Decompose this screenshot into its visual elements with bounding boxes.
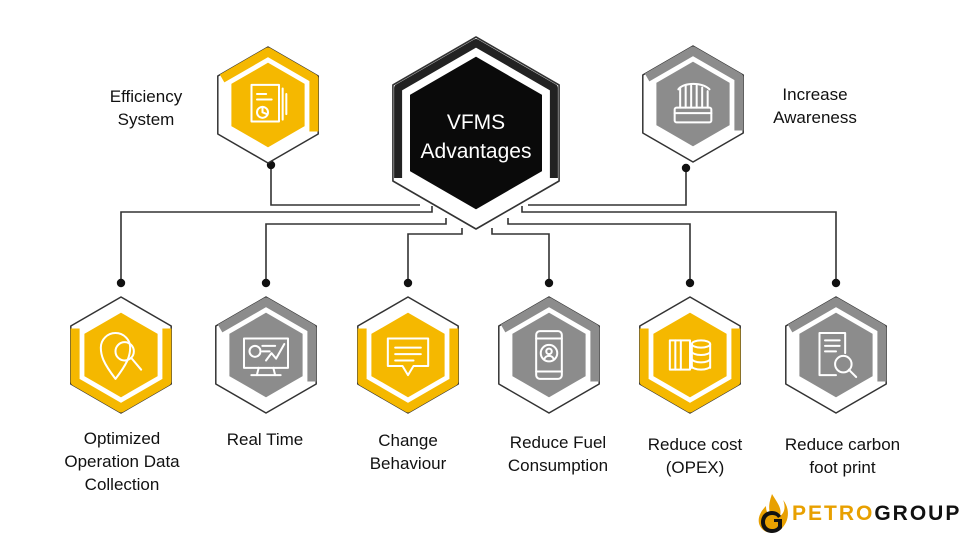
money-coins-icon <box>668 339 712 371</box>
label-line: Behaviour <box>369 454 447 473</box>
label-reduce-fuel: Reduce Fuel Consumption <box>488 431 628 477</box>
connector-line <box>270 165 420 206</box>
hex-core <box>228 59 308 151</box>
connector-line <box>491 228 550 283</box>
connector-dot <box>403 278 413 288</box>
label-line: Real Time <box>226 430 304 449</box>
hexagon-nodes <box>70 36 887 414</box>
connector-line <box>120 206 433 283</box>
connector-dot <box>681 163 691 173</box>
chart-document-icon <box>250 83 288 123</box>
hex-accent-band <box>500 297 600 382</box>
label-line: Increase <box>782 85 848 104</box>
node-increase-awareness <box>642 45 744 163</box>
label-change-behaviour: Change Behaviour <box>348 429 468 475</box>
connector-line <box>407 228 463 283</box>
label-real-time: Real Time <box>205 428 325 451</box>
message-icon <box>386 337 430 377</box>
monitor-chart-icon <box>242 337 290 377</box>
logo-part1: PETRO <box>792 502 875 525</box>
label-line: Reduce cost <box>647 435 743 454</box>
label-line: Reduce Fuel <box>509 433 607 452</box>
center-hex-band <box>394 39 558 178</box>
node-money-coins <box>639 296 741 414</box>
node-efficiency-system <box>217 46 319 164</box>
connector-dot <box>544 278 554 288</box>
label-efficiency-system: Efficiency System <box>96 85 196 131</box>
document-search-icon <box>818 331 858 379</box>
card-stack-icon <box>673 82 713 124</box>
location-search-icon <box>99 332 143 380</box>
center-hex-core <box>407 53 545 213</box>
connector-lines <box>116 160 841 288</box>
center-hexagon <box>392 36 560 230</box>
hex-core <box>226 309 306 401</box>
flame-g-icon <box>758 494 788 533</box>
connector-line <box>521 206 837 283</box>
label-line: Optimized <box>83 429 161 448</box>
label-line: Operation Data <box>64 452 180 471</box>
label-optimized-operation: Optimized Operation Data Collection <box>52 427 192 496</box>
connector-line <box>528 168 687 206</box>
connector-line <box>507 218 691 283</box>
label-line: Awareness <box>773 108 857 127</box>
node-document-search <box>785 296 887 414</box>
hex-accent-band <box>639 328 741 413</box>
center-title: VFMS Advantages <box>400 108 552 166</box>
label-increase-awareness: Increase Awareness <box>760 83 870 129</box>
connector-dot <box>685 278 695 288</box>
hex-core <box>81 309 161 401</box>
hex-accent-band <box>217 297 317 382</box>
label-line: Reduce carbon <box>784 435 901 454</box>
node-location-search <box>70 296 172 414</box>
hex-accent-band <box>787 297 887 382</box>
hex-core <box>653 58 733 150</box>
mobile-user-icon <box>535 330 563 380</box>
connector-dot <box>261 278 271 288</box>
label-line: Change <box>378 431 438 450</box>
hex-accent-band <box>70 328 172 413</box>
logo-part2: GROUP <box>874 502 960 525</box>
hex-accent-band <box>357 328 459 413</box>
label-line: Consumption <box>507 456 609 475</box>
label-line: Collection <box>84 475 160 494</box>
label-line: (OPEX) <box>665 458 725 477</box>
logo-wordmark: PETROGROUP <box>792 502 960 526</box>
connector-dot <box>116 278 126 288</box>
hex-accent-band <box>644 46 744 131</box>
center-title-line1: VFMS <box>446 111 506 134</box>
connector-line <box>265 218 447 283</box>
label-reduce-carbon: Reduce carbon foot print <box>770 433 915 479</box>
petrogroup-logo: PETROGROUP <box>752 492 960 536</box>
label-line: foot print <box>809 458 876 477</box>
label-reduce-cost: Reduce cost (OPEX) <box>630 433 760 479</box>
label-line: Efficiency <box>109 87 183 106</box>
node-mobile-user <box>498 296 600 414</box>
center-title-line2: Advantages <box>420 140 532 163</box>
node-monitor-chart <box>215 296 317 414</box>
node-message <box>357 296 459 414</box>
connector-dot <box>831 278 841 288</box>
label-line: System <box>117 110 175 129</box>
hex-accent-band <box>219 47 319 132</box>
